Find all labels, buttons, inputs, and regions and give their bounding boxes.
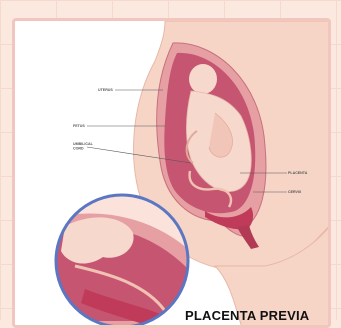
- label-placenta: PLACENTA: [288, 171, 308, 175]
- diagram-card: UTERUS FETUS UMBILICAL CORD PLACENTA CER…: [12, 18, 331, 328]
- placenta-previa-illustration: UTERUS FETUS UMBILICAL CORD PLACENTA CER…: [15, 21, 331, 328]
- label-umbilical-cord-line1: UMBILICAL: [73, 142, 94, 146]
- label-cervix: CERVIX: [288, 190, 302, 194]
- label-uterus: UTERUS: [98, 88, 113, 92]
- label-umbilical-cord-line2: CORD: [73, 147, 84, 151]
- label-fetus: FETUS: [73, 124, 85, 128]
- diagram-title: PLACENTA PREVIA: [185, 308, 309, 323]
